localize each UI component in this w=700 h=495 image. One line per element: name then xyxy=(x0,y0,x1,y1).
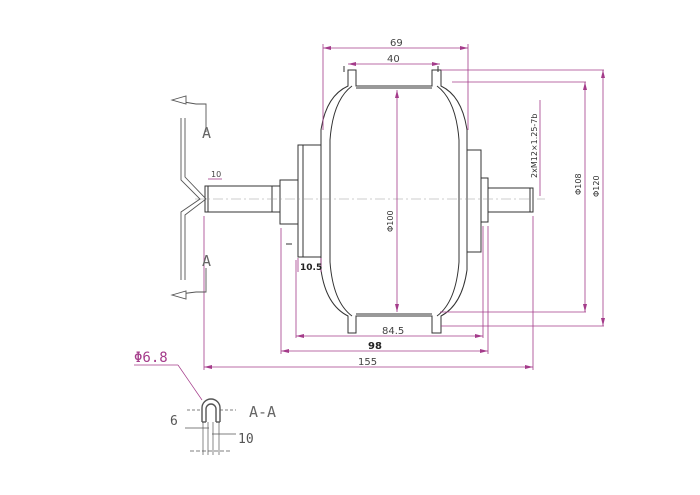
dim-width-155: 155 xyxy=(358,357,377,368)
dim-width-98: 98 xyxy=(368,341,382,352)
section-view xyxy=(201,398,221,423)
dimension-arrows xyxy=(204,46,605,369)
section-right-dim: 10 xyxy=(238,432,254,447)
section-left-dim: 6 xyxy=(170,414,178,429)
dim-shaft-end: 10 xyxy=(211,170,221,179)
dim-top-inner: 40 xyxy=(387,54,400,65)
hub-body xyxy=(204,66,534,334)
section-dim-lines xyxy=(134,364,236,455)
section-title: A-A xyxy=(249,403,276,421)
section-marker-bottom: A xyxy=(202,252,211,270)
section-marker-top: A xyxy=(202,124,211,142)
dim-phi-inner: Φ100 xyxy=(386,210,395,232)
dim-thread-spec: 2xM12×1.25-7b xyxy=(530,114,539,178)
dim-flange-offset: 10.5 xyxy=(300,263,322,273)
dimension-lines xyxy=(203,44,604,370)
dim-phi-120: Φ120 xyxy=(592,175,601,197)
dim-phi-108: Φ108 xyxy=(574,173,583,195)
dim-top-outer: 69 xyxy=(390,38,403,49)
section-phi-dim: Φ6.8 xyxy=(134,350,168,366)
dim-width-84-5: 84.5 xyxy=(382,326,404,337)
section-cut-markers xyxy=(170,95,207,300)
